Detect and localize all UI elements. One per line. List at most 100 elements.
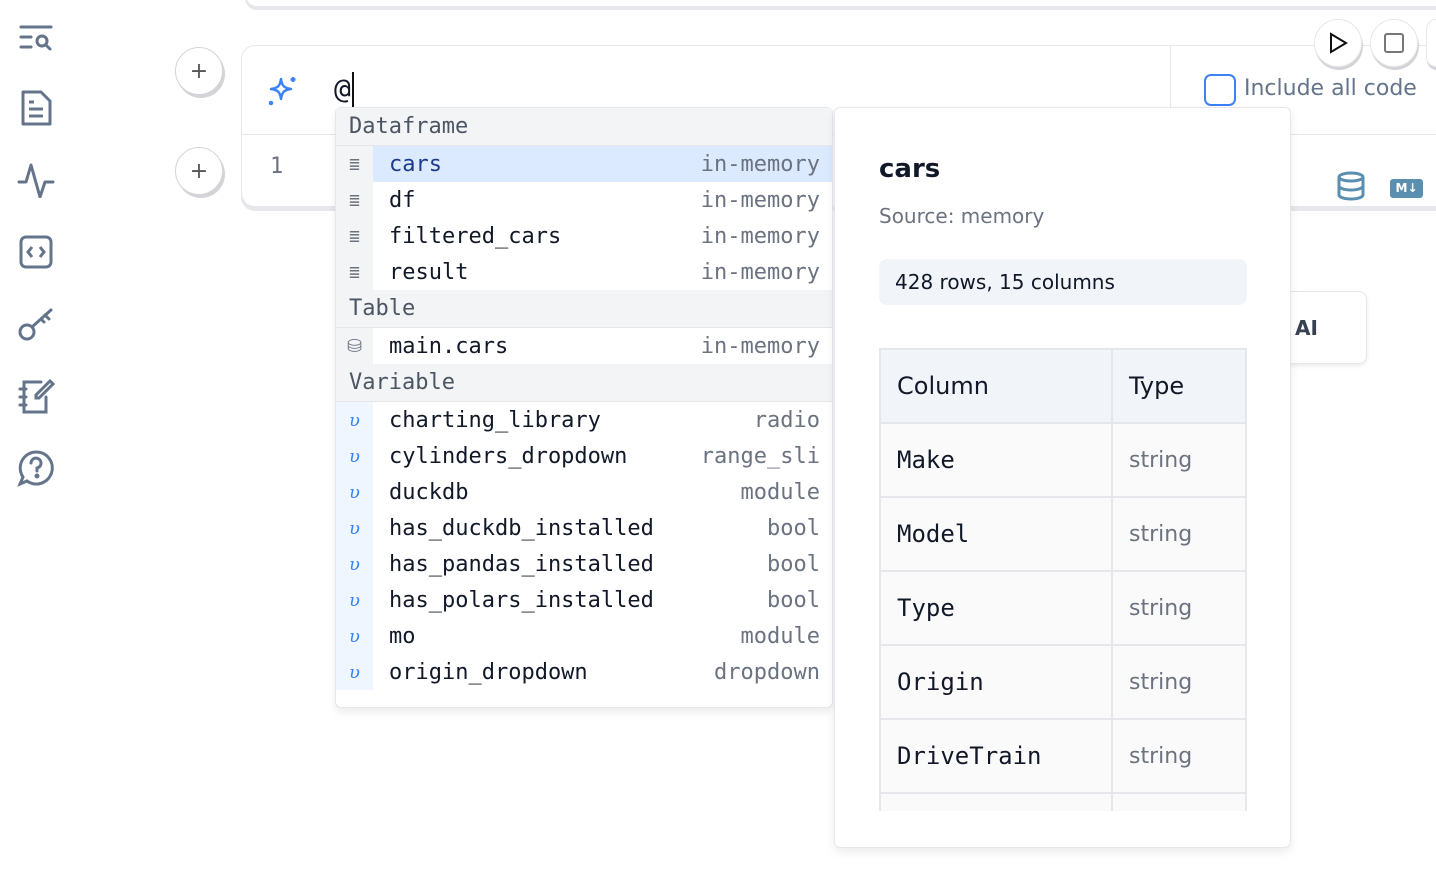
variable-icon: υ [336,474,373,510]
item-type: bool [767,515,820,541]
column-type: string [1111,570,1247,646]
divider [1170,46,1171,134]
notebook-pen-icon[interactable] [16,376,56,416]
autocomplete-item[interactable]: ≣ cars in-memory [336,146,832,182]
autocomplete-item[interactable]: ⛁ main.cars in-memory [336,328,832,364]
play-icon [1330,32,1348,54]
section-header: Dataframe [336,108,832,146]
type-header: Type [1111,348,1247,424]
dataframe-info-panel: cars Source: memory 428 rows, 15 columns… [834,107,1291,848]
column-header: Column [879,348,1113,424]
item-type: bool [767,587,820,613]
table-icon: ≣ [336,182,373,218]
autocomplete-item[interactable]: υ origin_dropdown dropdown [336,654,832,690]
section-header: Table [336,290,832,328]
prompt-input[interactable]: @ [334,72,354,108]
column-type: string [1111,422,1247,498]
item-type: module [740,623,820,649]
info-summary: 428 rows, 15 columns [879,259,1247,305]
info-source: Source: memory [879,204,1045,228]
item-type: in-memory [700,223,820,249]
item-name: result [389,259,469,285]
column-type: string [1111,496,1247,572]
item-name: main.cars [389,333,509,359]
info-title: cars [879,154,941,184]
autocomplete-item[interactable]: ≣ df in-memory [336,182,832,218]
table-icon: ≣ [336,254,373,290]
help-icon[interactable] [16,448,56,488]
item-type: in-memory [700,187,820,213]
outline-search-icon[interactable] [16,18,56,58]
table-icon: ≣ [336,218,373,254]
add-cell-button[interactable]: + [175,47,223,95]
variable-icon: υ [336,582,373,618]
item-type: bool [767,551,820,577]
item-name: origin_dropdown [389,659,588,685]
column-name: Origin [879,644,1113,720]
code-bracket-icon[interactable] [16,232,56,272]
plus-icon: + [189,158,209,184]
database-icon[interactable] [1336,170,1366,206]
autocomplete-item[interactable]: ≣ result in-memory [336,254,832,290]
item-type: in-memory [700,151,820,177]
plus-icon: + [189,58,209,84]
stop-icon [1384,33,1404,53]
include-all-code-label: Include all code [1244,76,1417,101]
table-cell [1111,792,1247,811]
item-name: filtered_cars [389,223,562,249]
item-name: df [389,187,416,213]
ai-button-label: AI [1295,316,1318,340]
column-name: Make [879,422,1113,498]
table-icon: ≣ [336,146,373,182]
table-cell [879,792,1113,811]
include-all-code-checkbox[interactable] [1204,74,1236,106]
document-icon[interactable] [16,88,56,128]
markdown-icon[interactable]: M↓ [1390,179,1423,198]
variable-icon: υ [336,438,373,474]
item-name: duckdb [389,479,469,505]
line-number: 1 [270,154,284,179]
table-row [879,792,1247,811]
autocomplete-item[interactable]: ≣ filtered_cars in-memory [336,218,832,254]
item-name: cars [389,151,442,177]
item-name: has_pandas_installed [389,551,654,577]
column-type: string [1111,644,1247,720]
section-header: Variable [336,364,832,402]
run-button[interactable] [1314,19,1362,67]
add-cell-button[interactable]: + [175,147,223,195]
previous-cell [245,0,1436,7]
more-button[interactable] [1426,19,1436,67]
column-name: Model [879,496,1113,572]
variable-icon: υ [336,618,373,654]
column-name: Type [879,570,1113,646]
database-icon: ⛁ [336,328,373,364]
column-name: DriveTrain [879,718,1113,794]
item-type: dropdown [714,659,820,685]
item-type: radio [753,407,820,433]
column-type: string [1111,718,1247,794]
key-icon[interactable] [16,304,56,344]
item-type: in-memory [700,333,820,359]
item-name: cylinders_dropdown [389,443,628,469]
activity-icon[interactable] [16,160,56,200]
item-name: charting_library [389,407,601,433]
variable-icon: υ [336,654,373,690]
autocomplete-item[interactable]: υ has_pandas_installed bool [336,546,832,582]
variable-icon: υ [336,546,373,582]
item-type: in-memory [700,259,820,285]
item-type: module [740,479,820,505]
stop-button[interactable] [1370,19,1418,67]
